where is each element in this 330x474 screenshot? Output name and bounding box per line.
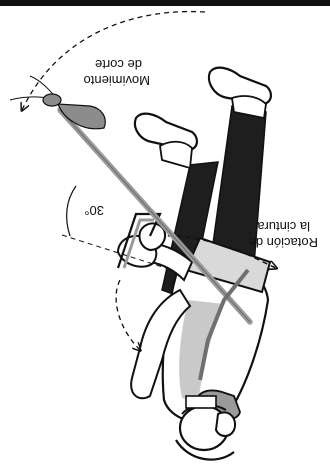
angle-label: 30° bbox=[84, 203, 104, 218]
cutting-motion-label: Movimiento de corte bbox=[84, 57, 150, 88]
right-cuff bbox=[160, 142, 192, 168]
angle-arc bbox=[67, 186, 76, 236]
right-hand bbox=[139, 223, 165, 250]
cutting-motion-line-2: de corte bbox=[95, 57, 142, 72]
cutting-motion-line-1: Movimiento bbox=[84, 73, 150, 88]
angle-label-group: 30° bbox=[84, 203, 104, 218]
waist-rotation-line-2: la cintura bbox=[256, 219, 310, 234]
waist-rotation-line-1: Rotación de bbox=[249, 235, 318, 250]
helmet-stripe bbox=[186, 396, 216, 408]
cutter-hub bbox=[43, 94, 61, 106]
waist-rotation-label: Rotación de la cintura bbox=[249, 219, 318, 250]
arm-swing-arrow bbox=[116, 280, 140, 350]
ear-protector bbox=[216, 412, 235, 436]
